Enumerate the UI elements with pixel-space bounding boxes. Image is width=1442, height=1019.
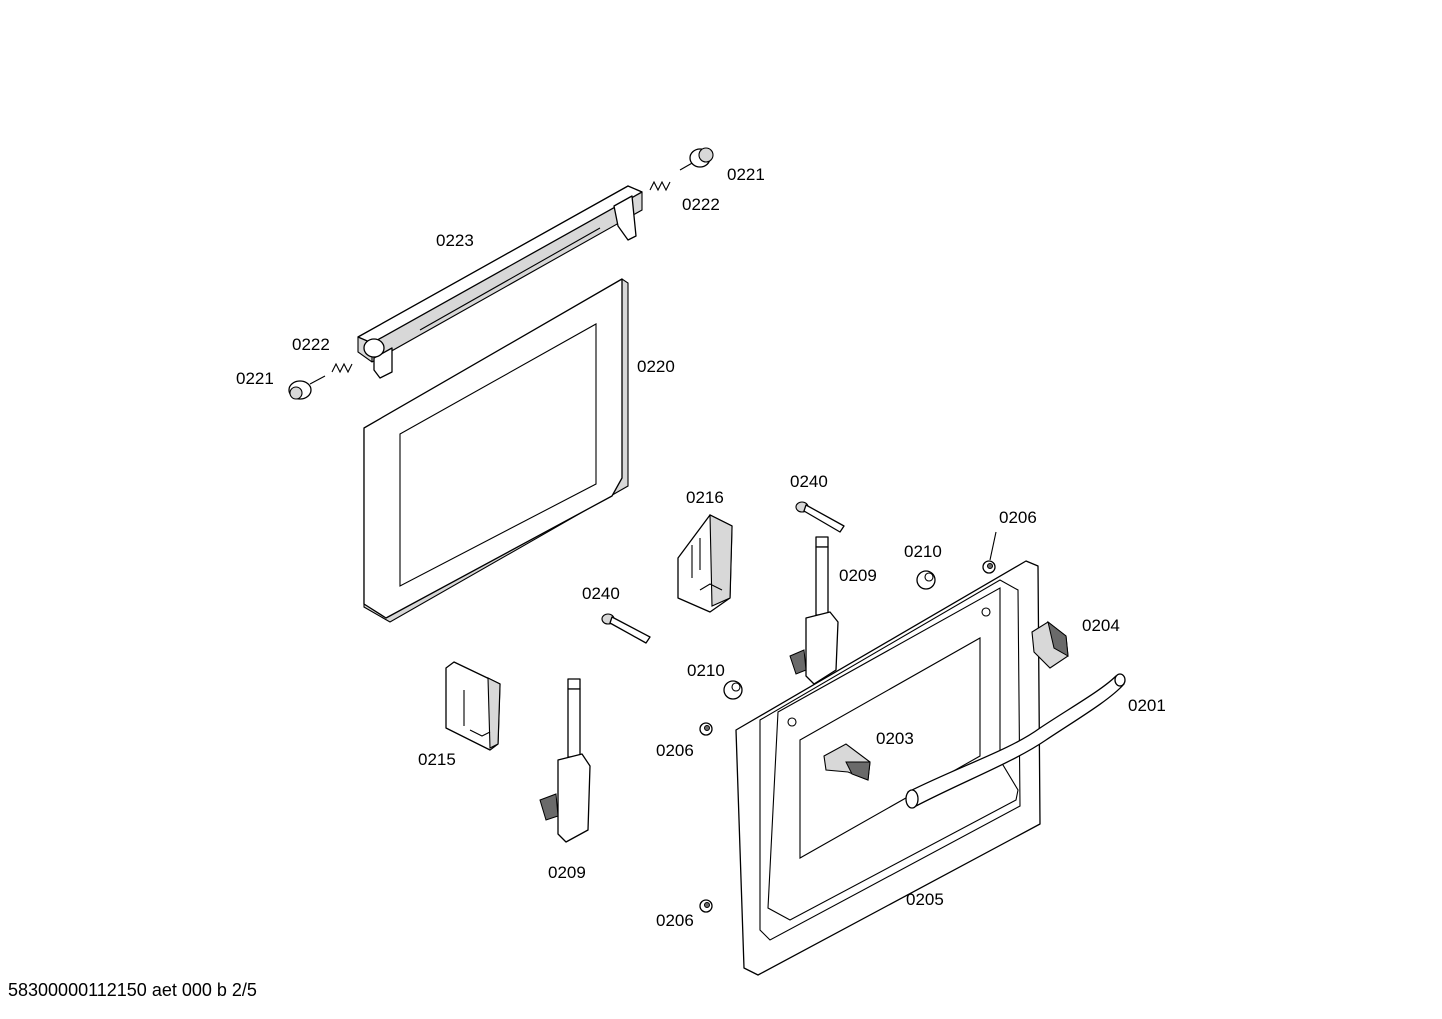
part-0221-knob-top bbox=[679, 147, 714, 171]
part-0210-bushing-top bbox=[916, 570, 936, 590]
label-0240-mid: 0240 bbox=[582, 584, 620, 603]
part-0223-trim-bar bbox=[357, 185, 643, 379]
label-0204: 0204 bbox=[1082, 616, 1120, 635]
part-0204-end-cap bbox=[1031, 620, 1069, 669]
part-0209-hinge-right bbox=[789, 536, 839, 685]
part-0216-hinge-bracket bbox=[677, 514, 733, 613]
label-0221-left: 0221 bbox=[236, 369, 274, 388]
part-0215-hinge-bracket bbox=[445, 661, 501, 751]
label-0205: 0205 bbox=[906, 890, 944, 909]
label-0201: 0201 bbox=[1128, 696, 1166, 715]
part-0222-spring-top bbox=[649, 180, 671, 192]
part-0206-clip-bottom bbox=[699, 899, 713, 913]
label-0220: 0220 bbox=[637, 357, 675, 376]
label-0221-top: 0221 bbox=[727, 165, 765, 184]
part-0209-hinge-left bbox=[539, 678, 591, 843]
label-0206-bottom: 0206 bbox=[656, 911, 694, 930]
document-code: 58300000112150 aet 000 b 2/5 bbox=[8, 980, 257, 1000]
part-0220-inner-glass bbox=[363, 278, 629, 623]
leader-0206-top bbox=[989, 531, 997, 561]
label-0209-bottom: 0209 bbox=[548, 863, 586, 882]
label-0206-top: 0206 bbox=[999, 508, 1037, 527]
label-0223: 0223 bbox=[436, 231, 474, 250]
label-0210-top: 0210 bbox=[904, 542, 942, 561]
label-0222-top: 0222 bbox=[682, 195, 720, 214]
label-0215: 0215 bbox=[418, 750, 456, 769]
part-0206-clip-mid bbox=[699, 722, 713, 736]
label-0222-left: 0222 bbox=[292, 335, 330, 354]
label-0203: 0203 bbox=[876, 729, 914, 748]
part-0206-clip-top bbox=[982, 560, 996, 574]
label-0240-top: 0240 bbox=[790, 472, 828, 491]
part-0210-bushing-mid bbox=[723, 680, 743, 700]
part-0221-knob-left bbox=[288, 375, 326, 400]
part-0201-handle bbox=[905, 673, 1126, 809]
part-0205-outer-door bbox=[735, 560, 1041, 976]
label-0210-mid: 0210 bbox=[687, 661, 725, 680]
part-0203-cap bbox=[823, 743, 871, 781]
part-0240-screw-mid bbox=[601, 613, 651, 644]
label-0206-mid: 0206 bbox=[656, 741, 694, 760]
label-0209-right: 0209 bbox=[839, 566, 877, 585]
label-0216: 0216 bbox=[686, 488, 724, 507]
part-0222-spring-left bbox=[331, 362, 353, 374]
part-0240-screw-top bbox=[795, 501, 845, 533]
